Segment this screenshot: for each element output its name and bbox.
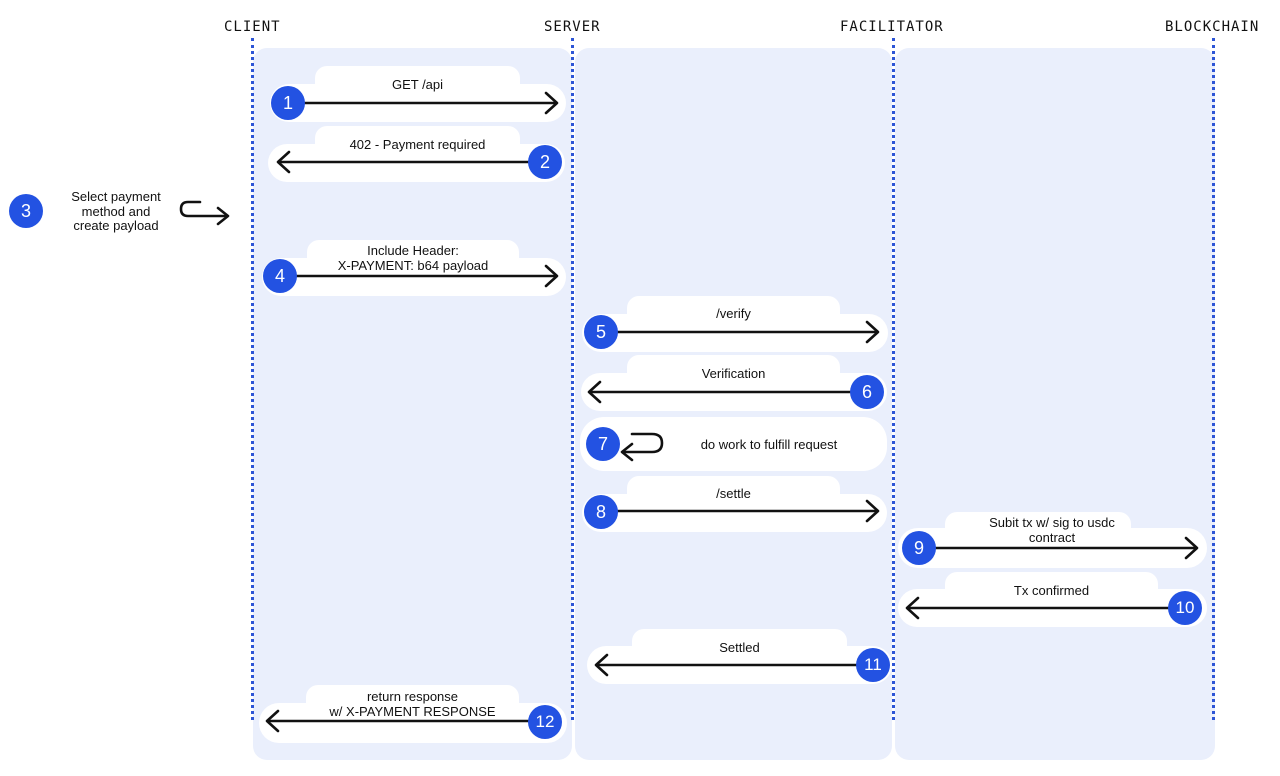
step-4-label: Include Header:X-PAYMENT: b64 payload bbox=[337, 243, 489, 273]
step-8-pill bbox=[582, 494, 887, 532]
step-1-arrow bbox=[298, 91, 559, 115]
lifeline-blockchain bbox=[1212, 38, 1215, 720]
step-3-badge: 3 bbox=[9, 194, 43, 228]
step-1-label: GET /api bbox=[391, 77, 444, 92]
step-12-pill bbox=[259, 703, 567, 743]
lifeline-facilitator bbox=[892, 38, 895, 720]
step-11-arrow bbox=[594, 653, 860, 677]
step-8-label: /settle bbox=[716, 486, 751, 501]
lifeline-client bbox=[251, 38, 254, 720]
step-4-badge: 4 bbox=[263, 259, 297, 293]
step-5-arrow bbox=[610, 320, 880, 344]
lane-title-blockchain: BLOCKCHAIN bbox=[1165, 19, 1260, 35]
step-7-badge: 7 bbox=[586, 427, 620, 461]
step-11-badge: 11 bbox=[856, 648, 890, 682]
step-8-arrow bbox=[610, 499, 880, 523]
step-8-badge: 8 bbox=[584, 495, 618, 529]
lane-title-client: CLIENT bbox=[224, 19, 281, 35]
step-2-badge: 2 bbox=[528, 145, 562, 179]
step-6-arrow bbox=[587, 380, 854, 404]
facilitator-blockchain-lane-bg bbox=[895, 48, 1215, 760]
step-11-label: Settled bbox=[719, 640, 760, 655]
step-2-arrow bbox=[276, 150, 532, 174]
step-12-arrow bbox=[265, 709, 532, 733]
step-5-badge: 5 bbox=[584, 315, 618, 349]
step-12-badge: 12 bbox=[528, 705, 562, 739]
step-6-label: Verification bbox=[701, 366, 766, 381]
lane-title-server: SERVER bbox=[544, 19, 601, 35]
step-10-badge: 10 bbox=[1168, 591, 1202, 625]
step-10-label: Tx confirmed bbox=[1013, 583, 1090, 598]
lifeline-server bbox=[571, 38, 574, 720]
step-9-badge: 9 bbox=[902, 531, 936, 565]
step-3-pill bbox=[8, 183, 240, 241]
step-3-hook-arrow bbox=[179, 200, 230, 226]
lane-title-facilitator: FACILITATOR bbox=[840, 19, 944, 35]
step-9-arrow bbox=[930, 536, 1199, 560]
step-4-arrow bbox=[290, 264, 559, 288]
step-2-label: 402 - Payment required bbox=[349, 137, 486, 152]
step-6-badge: 6 bbox=[850, 375, 884, 409]
step-1-badge: 1 bbox=[271, 86, 305, 120]
step-7-label: do work to fulfill request bbox=[700, 437, 838, 452]
step-10-arrow bbox=[905, 596, 1172, 620]
step-7-return-arrow bbox=[620, 432, 664, 462]
step-5-label: /verify bbox=[716, 306, 751, 321]
